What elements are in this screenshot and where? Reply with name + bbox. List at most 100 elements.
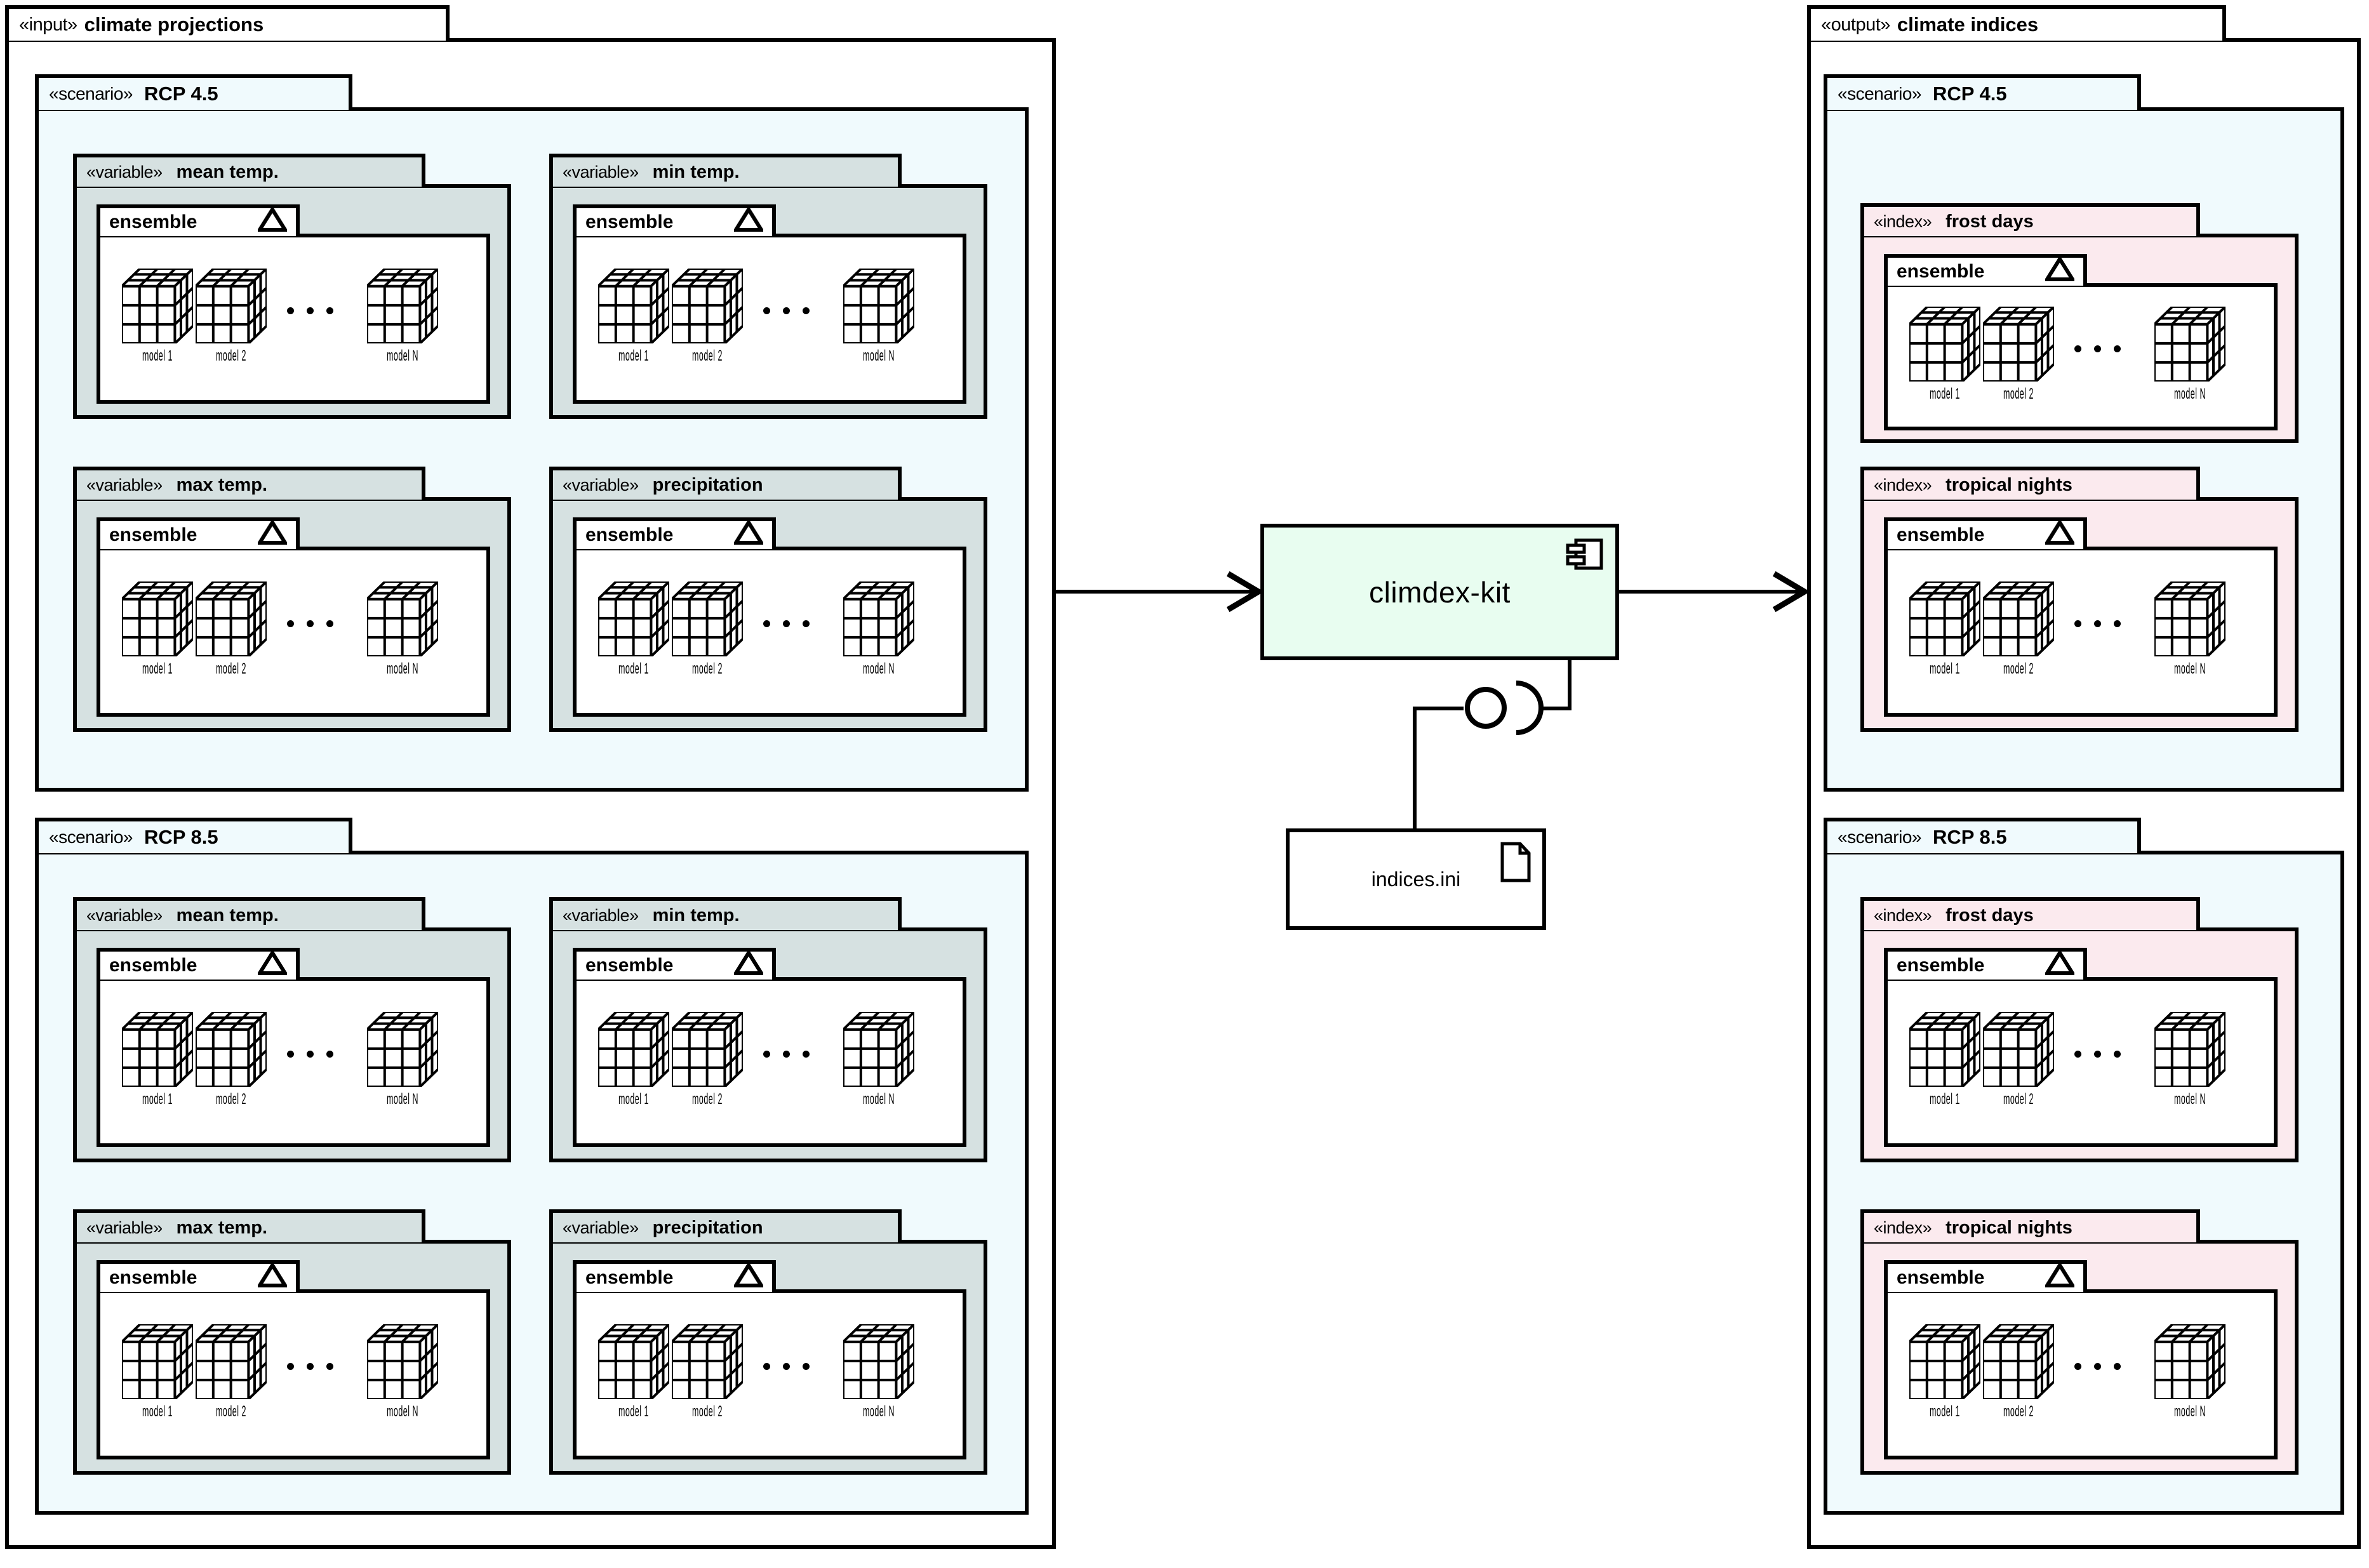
input-variable-mean-temp-rcp45-name: mean temp.: [176, 161, 279, 182]
ensemble-im5-label: ensemble: [585, 955, 674, 976]
model-label: model 2: [215, 1091, 247, 1108]
output-index-frost-days-rcp85-name: frost days: [1945, 905, 2034, 926]
model-cube-icon: [840, 265, 918, 347]
ensemble-im2-tab: ensemble: [97, 517, 300, 549]
input-variable-precipitation-rcp85-name: precipitation: [652, 1217, 763, 1238]
input-variable-mean-temp-rcp85-stereotype: «variable»: [86, 905, 163, 925]
input-variable-max-temp-rcp85-stereotype: «variable»: [86, 1218, 163, 1237]
model-cube-icon: [669, 1009, 746, 1090]
ensemble-of2-label: ensemble: [1897, 955, 1985, 976]
input-variable-precipitation-rcp85-stereotype: «variable»: [563, 1218, 639, 1237]
model-cube-icon: [669, 1321, 746, 1402]
triangle-icon: [256, 519, 289, 550]
model-label: model 1: [618, 1403, 650, 1420]
input-variable-mean-temp-rcp45-stereotype: «variable»: [86, 162, 163, 182]
interface-vertical-line: [1568, 658, 1572, 710]
model-cube-icon: [192, 578, 270, 660]
ensemble-of1-label: ensemble: [1897, 524, 1985, 545]
model-cube-icon: [595, 1321, 672, 1402]
input-boundary-tab: «input» climate projections: [5, 5, 450, 41]
model-cube-icon: [119, 578, 196, 660]
input-scenario-rcp85-stereotype: «scenario»: [49, 827, 133, 847]
ellipsis-icon: [763, 307, 810, 315]
climdex-kit-component[interactable]: climdex-kit: [1260, 524, 1619, 660]
ensemble-of0-tab: ensemble: [1884, 254, 2087, 286]
model-label: model N: [862, 1403, 895, 1420]
output-index-tropical-nights-rcp85-tab: «index» tropical nights: [1860, 1209, 2200, 1242]
ball-icon: [1465, 687, 1507, 729]
model-label: model 1: [618, 347, 650, 364]
model-cube-icon: [1980, 1009, 2057, 1090]
input-variable-mean-temp-rcp85-tab: «variable» mean temp.: [73, 897, 425, 930]
model-label: model N: [2173, 385, 2206, 402]
input-variable-min-temp-rcp85-stereotype: «variable»: [563, 905, 639, 925]
model-cube-icon: [595, 578, 672, 660]
model-cube-icon: [1980, 303, 2057, 385]
ensemble-of3-label: ensemble: [1897, 1267, 1985, 1288]
model-cube-icon: [192, 1009, 270, 1090]
model-label: model 2: [2003, 1091, 2034, 1108]
input-variable-max-temp-rcp45-name: max temp.: [176, 474, 268, 495]
ensemble-im1-tab: ensemble: [573, 204, 776, 236]
ellipsis-icon: [2074, 1363, 2121, 1371]
input-variable-min-temp-rcp45-stereotype: «variable»: [563, 162, 639, 182]
artifact-vertical-line: [1413, 707, 1417, 839]
input-variable-precipitation-rcp45-name: precipitation: [652, 474, 763, 495]
ellipsis-icon: [2074, 620, 2121, 628]
input-variable-mean-temp-rcp45-tab: «variable» mean temp.: [73, 154, 425, 187]
input-variable-min-temp-rcp85-tab: «variable» min temp.: [549, 897, 902, 930]
model-cube-icon: [364, 578, 441, 660]
model-label: model 2: [215, 660, 247, 677]
model-cube-icon: [119, 1321, 196, 1402]
ellipsis-icon: [287, 307, 333, 315]
model-label: model 2: [691, 347, 723, 364]
ensemble-im4-label: ensemble: [109, 955, 197, 976]
triangle-icon: [2043, 949, 2076, 980]
ensemble-im0-label: ensemble: [109, 211, 197, 232]
output-index-frost-days-rcp45-stereotype: «index»: [1874, 211, 1932, 231]
model-cube-icon: [840, 578, 918, 660]
input-scenario-rcp85-name: RCP 8.5: [143, 826, 218, 848]
model-cube-icon: [840, 1009, 918, 1090]
input-connector-line: [1056, 590, 1253, 594]
ellipsis-icon: [763, 620, 810, 628]
ensemble-im3-tab: ensemble: [573, 517, 776, 549]
input-variable-min-temp-rcp45-name: min temp.: [652, 161, 740, 182]
model-cube-icon: [119, 1009, 196, 1090]
model-label: model 1: [618, 660, 650, 677]
model-cube-icon: [1906, 1321, 1984, 1402]
indices-ini-artifact[interactable]: indices.ini: [1286, 828, 1546, 930]
output-index-frost-days-rcp85-stereotype: «index»: [1874, 905, 1932, 925]
model-cube-icon: [669, 578, 746, 660]
model-label: model 1: [1929, 1403, 1961, 1420]
input-boundary-name: climate projections: [84, 13, 264, 36]
output-index-tropical-nights-rcp45-stereotype: «index»: [1874, 475, 1932, 495]
triangle-icon: [732, 949, 765, 980]
ellipsis-icon: [2074, 345, 2121, 353]
output-scenario-rcp85-tab: «scenario» RCP 8.5: [1824, 818, 2141, 853]
output-scenario-rcp85-name: RCP 8.5: [1932, 826, 2007, 848]
model-label: model 2: [215, 1403, 247, 1420]
input-variable-max-temp-rcp85-name: max temp.: [176, 1217, 268, 1238]
model-label: model N: [2173, 660, 2206, 677]
model-label: model 1: [1929, 660, 1961, 677]
ensemble-im3-label: ensemble: [585, 524, 674, 545]
model-cube-icon: [192, 1321, 270, 1402]
input-scenario-rcp45-name: RCP 4.5: [143, 83, 218, 105]
ensemble-im0-tab: ensemble: [97, 204, 300, 236]
triangle-icon: [256, 206, 289, 237]
input-variable-precipitation-rcp85-tab: «variable» precipitation: [549, 1209, 902, 1242]
output-index-tropical-nights-rcp45-tab: «index» tropical nights: [1860, 467, 2200, 500]
input-scenario-rcp45-stereotype: «scenario»: [49, 84, 133, 103]
input-variable-max-temp-rcp85-tab: «variable» max temp.: [73, 1209, 425, 1242]
model-cube-icon: [2151, 1009, 2229, 1090]
open-arrow-right-icon: [1772, 571, 1810, 612]
